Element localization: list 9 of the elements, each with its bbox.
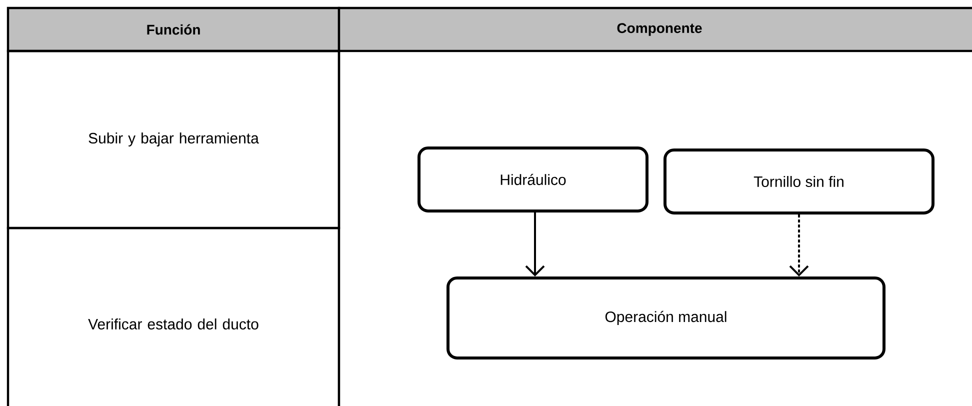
arrow — [525, 212, 545, 276]
process-box: Tornillo sin fin — [664, 148, 934, 214]
process-box: Hidráulico — [418, 146, 648, 212]
table-header-cell: Componente — [338, 6, 972, 52]
table-cell: Verificar estado del ducto — [6, 226, 340, 406]
arrow — [789, 214, 809, 276]
table-header-cell: Función — [6, 6, 340, 52]
process-box: Operación manual — [446, 276, 886, 360]
table-cell: Subir y bajar herramienta — [6, 50, 340, 230]
